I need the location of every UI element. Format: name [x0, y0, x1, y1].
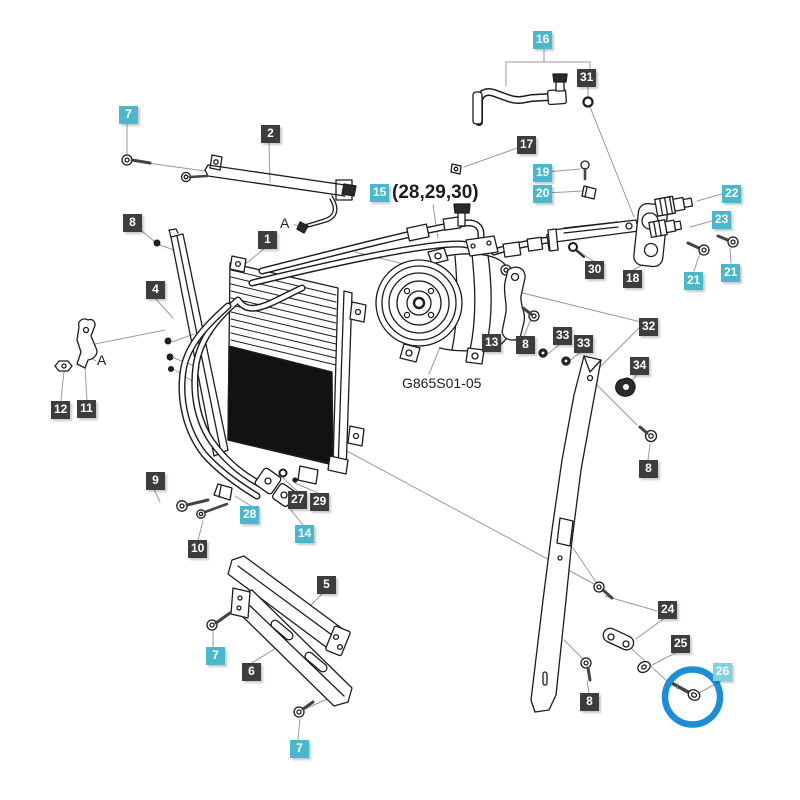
part-label-33: 33: [553, 327, 573, 345]
part-label-14[interactable]: 14: [295, 525, 315, 543]
part-label-34: 34: [630, 357, 650, 375]
part-label-30: 30: [585, 261, 605, 279]
part-label-24: 24: [658, 601, 678, 619]
part-fitting-block-14: [176, 467, 298, 519]
part-label-21[interactable]: 21: [684, 272, 704, 290]
part-label-2: 2: [261, 125, 280, 143]
part-lower-rails-5-6: [206, 555, 353, 718]
part-label-8: 8: [516, 336, 535, 354]
part-label-16[interactable]: 16: [533, 31, 553, 49]
part-label-8: 8: [123, 214, 142, 232]
part-label-17: 17: [517, 136, 537, 154]
part-label-7[interactable]: 7: [290, 740, 309, 758]
part-label-12: 12: [51, 401, 71, 419]
figure-code-text: G865S01-05: [402, 375, 482, 391]
part-label-33: 33: [574, 335, 594, 353]
part-receiver-bracket-18: [547, 195, 739, 268]
part-top-hose-16: [450, 73, 597, 200]
part-label-6: 6: [242, 663, 261, 681]
part-label-8: 8: [580, 693, 599, 711]
part-label-4: 4: [146, 281, 165, 299]
part-label-10: 10: [188, 540, 208, 558]
part-label-22[interactable]: 22: [722, 185, 742, 203]
part-label-9: 9: [146, 472, 165, 490]
part-label-20[interactable]: 20: [533, 185, 553, 203]
part-label-27: 27: [288, 491, 308, 509]
part-label-18: 18: [623, 270, 643, 288]
part-hook-bracket-11: [54, 318, 98, 372]
part-label-8: 8: [639, 460, 658, 478]
part-label-31: 31: [577, 69, 597, 87]
highlight-circle-26: [661, 666, 724, 728]
part-long-bracket-32: [530, 348, 658, 713]
part-label-26[interactable]: 26: [713, 663, 733, 681]
part-label-25: 25: [671, 635, 691, 653]
part-label-7[interactable]: 7: [206, 647, 225, 665]
part-pipe-assembly-15: [178, 203, 559, 500]
part-label-7[interactable]: 7: [119, 106, 138, 124]
part-label-5: 5: [317, 576, 336, 594]
leader-lines: [60, 48, 732, 741]
part-label-23[interactable]: 23: [712, 211, 732, 229]
part-compressor: [375, 235, 516, 365]
part-label-21[interactable]: 21: [721, 264, 741, 282]
section-marker-a-top: A: [280, 215, 290, 231]
part-label-32: 32: [639, 318, 659, 336]
part-label-1: 1: [258, 231, 277, 249]
part-label-28[interactable]: 28: [240, 506, 260, 524]
part-label-29: 29: [310, 493, 330, 511]
group-ref-text: (28,29,30): [392, 182, 479, 203]
part-label-11: 11: [77, 400, 96, 418]
part-label-19[interactable]: 19: [533, 164, 553, 182]
section-marker-a-left: A: [97, 352, 107, 368]
part-top-bracket-2: [121, 154, 357, 234]
part-label-15[interactable]: 15: [370, 184, 390, 202]
part-condenser-1: [227, 255, 367, 485]
part-label-13: 13: [482, 334, 502, 352]
